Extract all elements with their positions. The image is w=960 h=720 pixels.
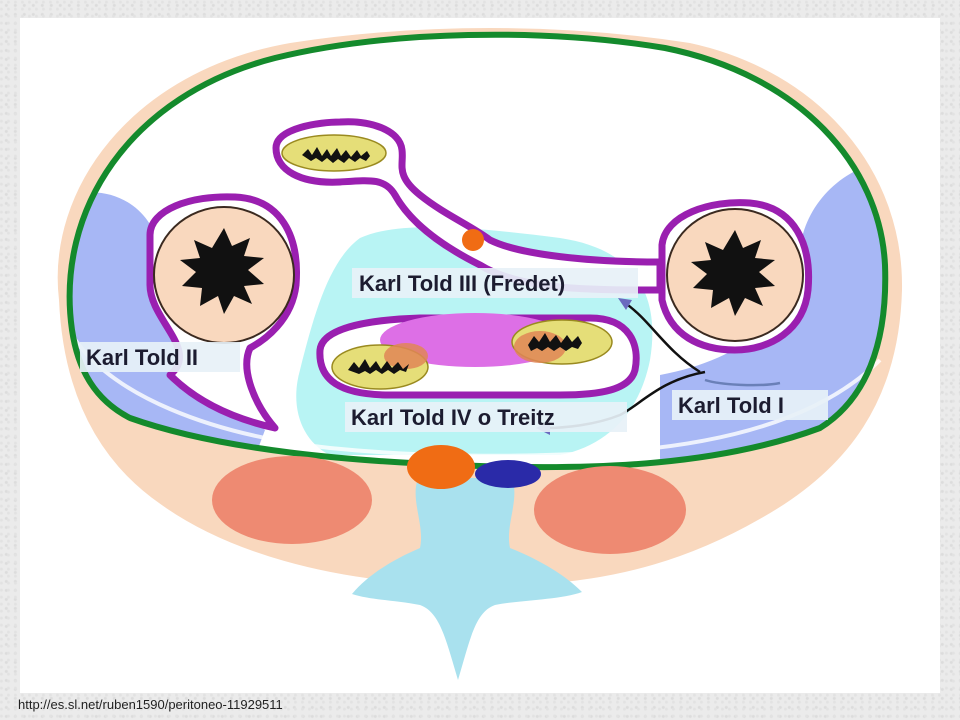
right-kidney	[534, 466, 686, 554]
duodenum-overlap-left	[384, 343, 428, 369]
left-kidney	[212, 456, 372, 544]
label-told-iv: Karl Told IV o Treitz	[345, 402, 627, 432]
svg-text:Karl Told I: Karl Told I	[678, 393, 784, 418]
label-told-iii: Karl Told III (Fredet)	[352, 268, 638, 298]
duodenum-left-mucosa	[348, 359, 409, 374]
told-iii-arrowhead	[618, 298, 632, 310]
svg-text:Karl Told IV o Treitz: Karl Told IV o Treitz	[351, 405, 555, 430]
descending-colon-lumen	[691, 230, 775, 316]
ascending-colon-lumen	[180, 228, 264, 314]
svg-text:Karl Told II: Karl Told II	[86, 345, 198, 370]
told-iii-arrow	[624, 301, 701, 374]
label-told-ii: Karl Told II	[80, 342, 240, 372]
told-i-arrow	[704, 378, 781, 387]
vena-cava	[475, 460, 541, 488]
aorta	[407, 445, 475, 489]
duodenum-right-mucosa	[528, 333, 582, 351]
label-told-i: Karl Told I	[672, 390, 828, 420]
svg-text:Karl Told III (Fredet): Karl Told III (Fredet)	[359, 271, 565, 296]
parietal-peritoneum-line	[66, 31, 889, 471]
small-bowel-mucosa	[302, 147, 370, 163]
mesenteric-vessel	[462, 229, 484, 251]
vertebra	[352, 478, 582, 680]
source-url: http://es.sl.net/ruben1590/peritoneo-119…	[18, 697, 283, 712]
